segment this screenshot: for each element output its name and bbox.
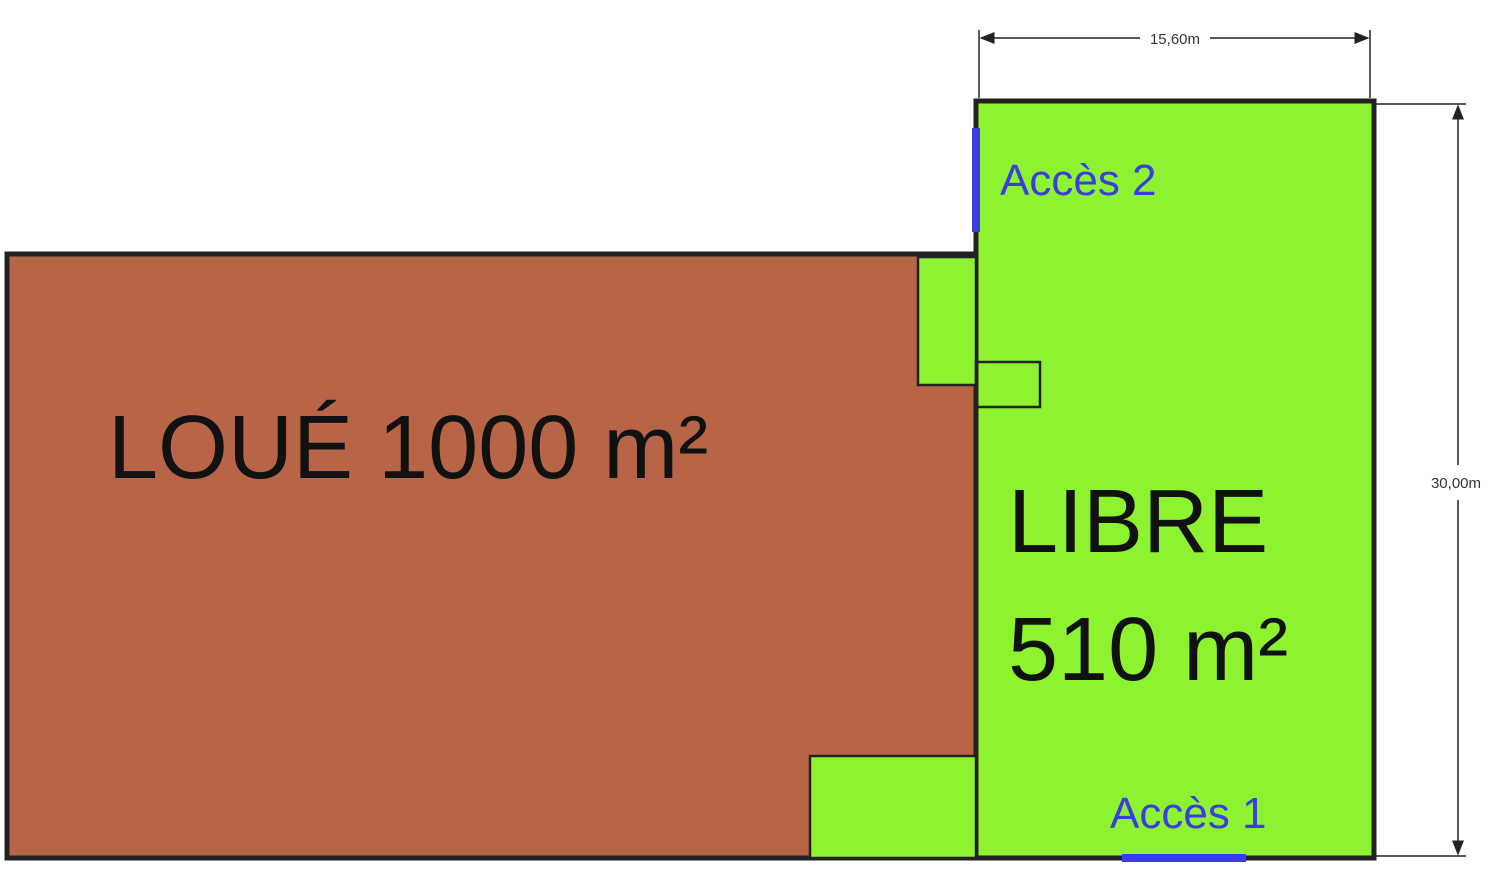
width-dimension-label: 15,60m	[1150, 31, 1200, 48]
access-2-label: Accès 2	[1000, 156, 1157, 205]
height-dimension: 30,00m	[1376, 103, 1481, 857]
access-1-label: Accès 1	[1110, 789, 1267, 838]
free-annex-top	[916, 255, 978, 387]
free-zone-annex	[974, 360, 1042, 409]
width-dimension: 15,60m	[978, 30, 1371, 98]
free-zone-label-title: LIBRE	[1008, 472, 1268, 572]
free-zone-label-area: 510 m²	[1008, 600, 1288, 700]
free-zone	[973, 98, 1377, 861]
rented-zone-label: LOUÉ 1000 m²	[108, 398, 708, 498]
height-dimension-label: 30,00m	[1431, 475, 1481, 492]
free-annex-bottom	[808, 754, 978, 860]
